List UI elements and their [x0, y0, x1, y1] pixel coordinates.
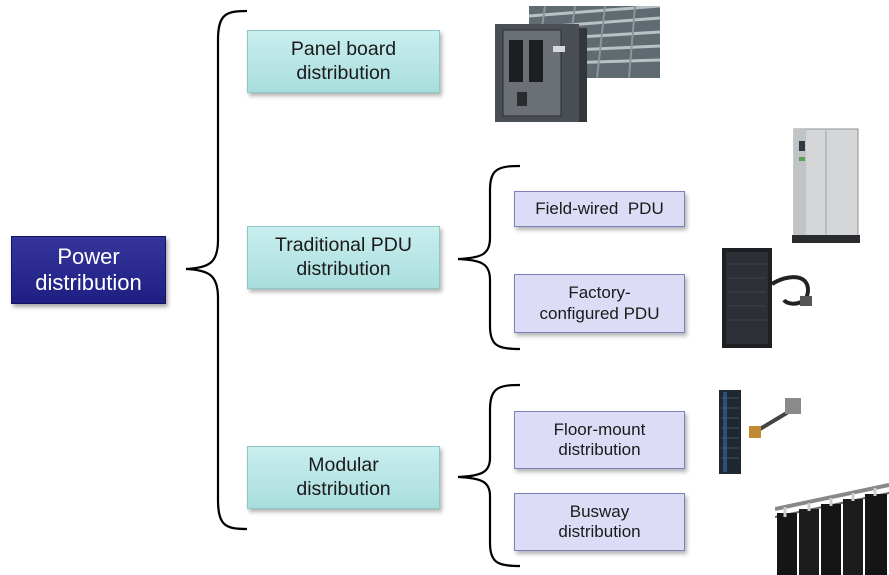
- floor-mount-distribution-photo: [719, 390, 801, 474]
- modular-distribution-box: Modular distribution: [247, 446, 440, 509]
- panel-board-distribution-box: Panel board distribution: [247, 30, 440, 93]
- panel-board-photo: [495, 6, 660, 122]
- busway-label-line1: Busway: [569, 501, 630, 521]
- factory-configured-label-line1: Factory-: [568, 283, 631, 303]
- traditional-bracket: [457, 164, 521, 351]
- power-distribution-box: Power distribution: [11, 236, 166, 304]
- factory-configured-pdu-rack-photo: [722, 248, 812, 348]
- floor-mount-label-line2: distribution: [558, 440, 641, 459]
- traditional-pdu-label-line1: Traditional PDU: [275, 234, 412, 257]
- traditional-pdu-distribution-box: Traditional PDU distribution: [247, 226, 440, 289]
- factory-configured-label-line2: configured PDU: [539, 303, 660, 323]
- busway-distribution-photo: [775, 483, 889, 575]
- traditional-pdu-label-line2: distribution: [296, 257, 391, 280]
- floor-mount-distribution-box: Floor-mount distribution: [514, 411, 685, 469]
- modular-label-line1: Modular: [308, 454, 379, 477]
- busway-distribution-box: Busway distribution: [514, 493, 685, 551]
- panel-board-label-line2: distribution: [296, 61, 391, 84]
- root-bracket: [185, 9, 248, 531]
- root-label-line2: distribution: [35, 270, 142, 295]
- root-label-line1: Power: [57, 243, 120, 269]
- factory-configured-pdu-box: Factory- configured PDU: [514, 274, 685, 333]
- field-wired-pdu-label: Field-wired PDU: [535, 198, 664, 218]
- modular-bracket: [457, 383, 521, 568]
- busway-label-line2: distribution: [558, 522, 641, 541]
- field-wired-pdu-cabinet-photo: [792, 128, 860, 243]
- floor-mount-label-line1: Floor-mount: [553, 419, 646, 439]
- field-wired-pdu-box: Field-wired PDU: [514, 191, 685, 227]
- modular-label-line2: distribution: [296, 477, 391, 500]
- panel-board-label-line1: Panel board: [290, 38, 397, 61]
